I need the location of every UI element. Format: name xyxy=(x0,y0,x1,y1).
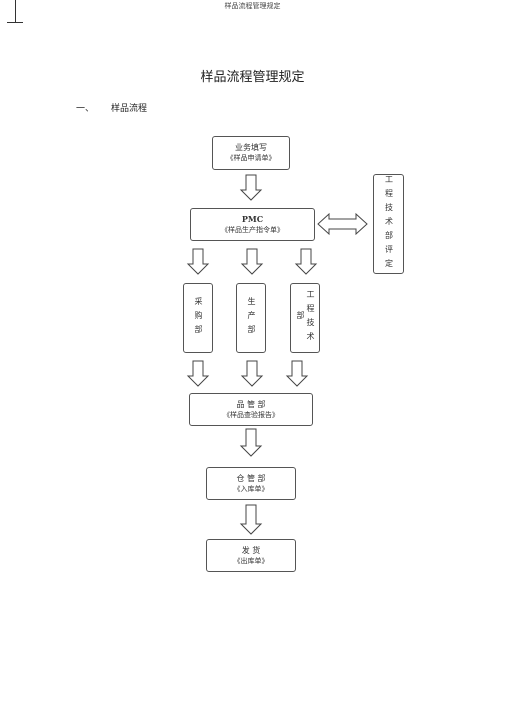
purchase-dept-box: 采购部 xyxy=(183,283,213,353)
shipping-label: 发 货 xyxy=(241,545,261,555)
production-dept-label: 生产部 xyxy=(247,297,256,339)
page-header: 样品流程管理规定 xyxy=(224,2,281,10)
production-dept-box: 生产部 xyxy=(236,283,266,353)
section-number: 一、 xyxy=(76,104,95,114)
document-title: 样品流程管理规定 xyxy=(200,70,305,85)
pmc-box: PMC 《样品生产指令单》 xyxy=(190,208,315,241)
shipping-box: 发 货 《出库单》 xyxy=(206,539,296,572)
business-request-form: 《样品申请单》 xyxy=(226,154,276,162)
engineering-review-label: 工程技术部评定 xyxy=(384,175,394,273)
arrow-qc-to-warehouse xyxy=(239,428,263,457)
arrow-pmc-to-purchase xyxy=(186,248,210,275)
purchase-dept-label: 采购部 xyxy=(194,297,203,339)
section-heading: 样品流程 xyxy=(111,104,148,114)
qc-dept-box: 品 管 部 《样品查验报告》 xyxy=(189,393,313,426)
arrow-pmc-engineering-review xyxy=(317,212,368,236)
pmc-form: 《样品生产指令单》 xyxy=(221,225,284,234)
arrow-production-to-qc xyxy=(240,360,264,387)
crop-mark-vertical xyxy=(15,0,16,22)
business-request-box: 业务填写 《样品申请单》 xyxy=(212,136,290,170)
arrow-engineering-to-qc xyxy=(285,360,309,387)
pmc-label: PMC xyxy=(241,213,264,224)
crop-mark-horizontal xyxy=(7,22,23,23)
arrow-pmc-to-production xyxy=(240,248,264,275)
engineering-dept-box: 工程技术部 xyxy=(290,283,320,353)
warehouse-box: 仓 管 部 《入库单》 xyxy=(206,467,296,500)
warehouse-form: 《入库单》 xyxy=(233,484,269,493)
qc-dept-label: 品 管 部 xyxy=(236,399,266,409)
engineering-dept-label: 工程技术部 xyxy=(296,290,315,346)
arrow-pmc-to-engineering xyxy=(294,248,318,275)
warehouse-label: 仓 管 部 xyxy=(236,473,266,483)
arrow-business-to-pmc xyxy=(239,174,263,201)
arrow-purchase-to-qc xyxy=(186,360,210,387)
qc-dept-form: 《样品查验报告》 xyxy=(223,410,279,419)
arrow-warehouse-to-shipping xyxy=(239,504,263,535)
shipping-form: 《出库单》 xyxy=(233,556,269,565)
engineering-review-box: 工程技术部评定 xyxy=(373,174,404,274)
business-request-label: 业务填写 xyxy=(235,143,267,152)
